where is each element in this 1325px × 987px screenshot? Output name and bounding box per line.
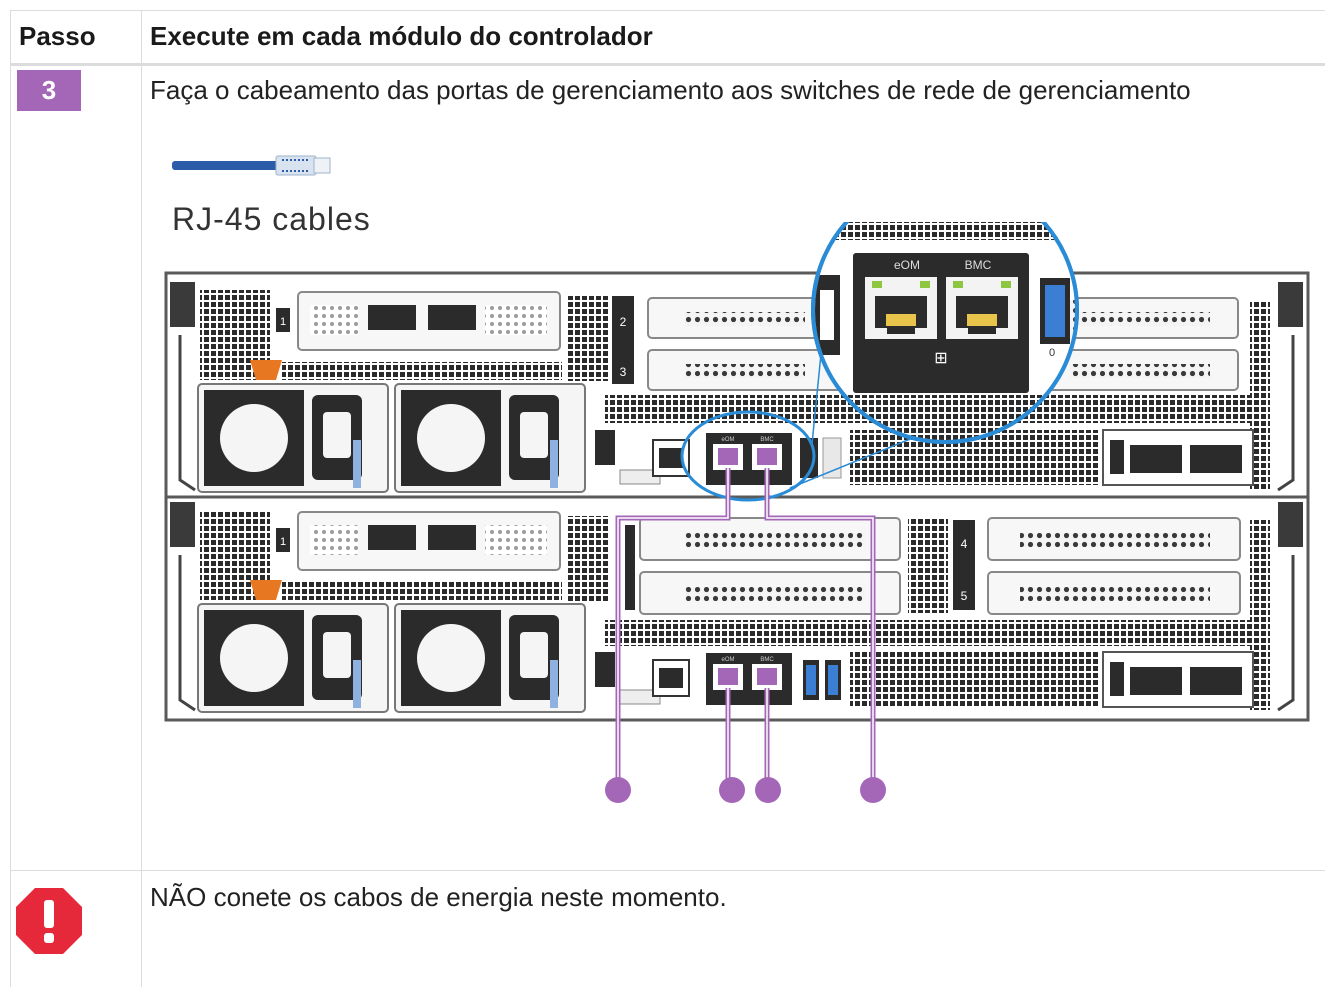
zoom-usb-port [1045,285,1065,337]
top-psu-1 [197,383,389,493]
cable-end-2 [719,777,745,803]
controller-diagram: 1 2 3 eOM BMC [164,222,1310,803]
svg-text:BMC: BMC [760,437,774,443]
bottom-slot-label-4: 4 [961,537,968,551]
zoom-eom-label: eOM [894,258,920,272]
top-psu-2 [394,383,586,493]
svg-text:eOM: eOM [721,437,734,443]
bottom-psu-1 [197,603,389,713]
rj45-cable-image [172,155,331,176]
step-badge: 3 [17,70,81,111]
table-top-border [10,10,1325,11]
header-step: Passo [19,21,96,51]
zoom-bmc-label: BMC [965,258,992,272]
bottom-slot-label-1: 1 [280,536,286,548]
svg-text:BMC: BMC [760,657,774,663]
bottom-psu-2 [394,603,586,713]
header-bottom-border [10,63,1325,66]
cable-end-3 [755,777,781,803]
callout-ellipse [680,410,816,502]
cable-end-4 [860,777,886,803]
row-separator [10,870,1325,871]
header-description: Execute em cada módulo do controlador [150,21,653,51]
zoom-usb-label: 0 [1049,347,1055,359]
bottom-slot-label-5: 5 [961,589,968,603]
top-slot-label-2: 2 [620,315,627,329]
warning-text: NÃO conete os cabos de energia neste mom… [150,882,727,912]
top-slot-label-3: 3 [620,365,627,379]
cable-label: RJ-45 cables [172,201,371,237]
column-separator [141,10,142,987]
warning-icon [16,888,82,954]
svg-text:eOM: eOM [721,657,734,663]
svg-text:⊞: ⊞ [934,350,947,367]
step-instruction: Faça o cabeamento das portas de gerencia… [150,75,1191,105]
top-slot-label-1: 1 [280,316,286,328]
table-left-border [10,10,11,987]
cable-end-1 [605,777,631,803]
